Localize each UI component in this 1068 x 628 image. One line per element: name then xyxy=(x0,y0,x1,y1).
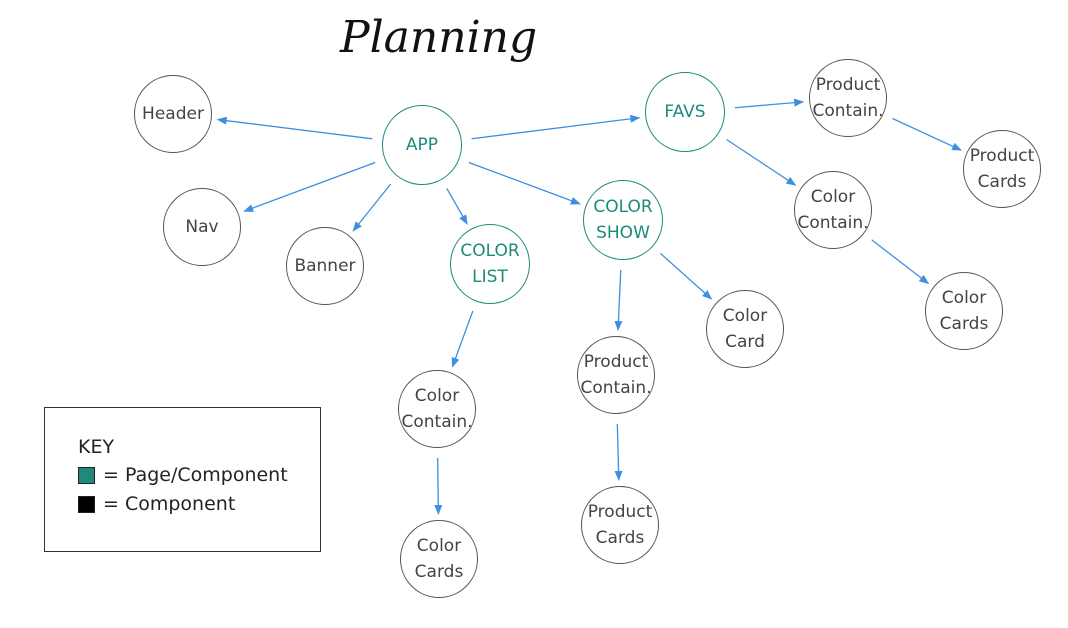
node-label: Product Cards xyxy=(969,146,1035,192)
edge-app-to-color_list xyxy=(446,188,468,225)
node-label: Header xyxy=(142,104,204,124)
node-label: COLOR SHOW xyxy=(593,197,653,243)
legend-row-component: = Component xyxy=(78,493,235,515)
node-fv-color-cards: Color Cards xyxy=(925,272,1003,350)
node-cs-product-contain: Product Contain. xyxy=(577,336,655,414)
node-nav: Nav xyxy=(163,188,241,266)
node-label: Color Contain. xyxy=(401,386,473,432)
node-cl-color-contain: Color Contain. xyxy=(398,370,476,448)
edge-color_show-to-cs_product_contain xyxy=(614,269,623,332)
node-fv-color-contain: Color Contain. xyxy=(794,171,872,249)
node-app: APP xyxy=(382,105,462,185)
component-swatch xyxy=(78,495,95,513)
node-label: Nav xyxy=(185,217,219,237)
edge-fv_product_contain-to-fv_product_cards xyxy=(892,117,963,151)
node-label: APP xyxy=(405,135,439,155)
node-label: Color Card xyxy=(722,306,768,352)
node-cs-color-card: Color Card xyxy=(706,290,784,368)
edge-app-to-color_show xyxy=(468,161,581,205)
node-cl-color-cards: Color Cards xyxy=(400,520,478,598)
node-label: Product Cards xyxy=(587,502,653,548)
legend-label-component: = Component xyxy=(103,493,236,515)
node-label: Product Contain. xyxy=(812,75,884,121)
node-label: COLOR LIST xyxy=(460,241,520,287)
edge-app-to-header xyxy=(216,116,373,140)
node-label: Color Cards xyxy=(414,536,464,582)
page-swatch xyxy=(78,466,95,484)
node-favs: FAVS xyxy=(645,72,725,152)
node-fv-product-contain: Product Contain. xyxy=(809,59,887,137)
edge-app-to-favs xyxy=(471,114,641,140)
node-label: Banner xyxy=(294,256,356,276)
edge-app-to-banner xyxy=(352,183,392,232)
node-label: FAVS xyxy=(664,102,706,122)
edge-favs-to-fv_color_contain xyxy=(726,139,797,186)
node-cs-product-cards: Product Cards xyxy=(581,486,659,564)
edge-cl_color_contain-to-cl_color_cards xyxy=(434,457,443,516)
legend-box: KEY = Page/Component = Component xyxy=(44,407,321,552)
node-fv-product-cards: Product Cards xyxy=(963,130,1041,208)
node-label: Color Contain. xyxy=(797,187,869,233)
edge-app-to-nav xyxy=(243,161,376,212)
page-title: Planning xyxy=(340,12,538,63)
edge-color_list-to-cl_color_contain xyxy=(451,310,474,368)
edge-fv_color_contain-to-fv_color_cards xyxy=(871,239,930,285)
edge-cs_product_contain-to-cs_product_cards xyxy=(614,423,623,482)
legend-title: KEY xyxy=(78,436,115,458)
node-header: Header xyxy=(134,75,212,153)
node-color-show: COLOR SHOW xyxy=(583,180,663,260)
node-banner: Banner xyxy=(286,227,364,305)
node-color-list: COLOR LIST xyxy=(450,224,530,304)
node-label: Color Cards xyxy=(939,288,989,334)
edge-favs-to-fv_product_contain xyxy=(734,98,805,109)
legend-label-page: = Page/Component xyxy=(103,464,288,486)
edge-color_show-to-cs_color_card xyxy=(659,252,713,300)
legend-row-page: = Page/Component xyxy=(78,464,288,486)
node-label: Product Contain. xyxy=(580,352,652,398)
